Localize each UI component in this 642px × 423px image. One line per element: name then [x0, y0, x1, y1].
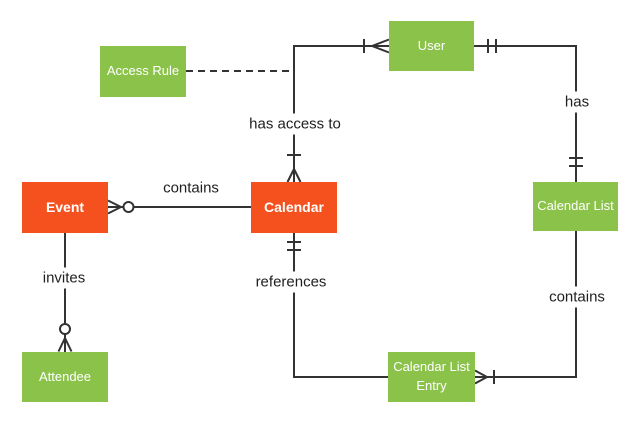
crow-foot-zero-or-many-icon [57, 323, 73, 352]
entity-calendar-list-entry: Calendar List Entry [388, 352, 475, 402]
entity-calendar: Calendar [251, 182, 337, 233]
connector-event-invites-attendee [57, 233, 73, 352]
relationship-label-has: has [559, 91, 595, 113]
relationship-label-contains: contains [158, 177, 224, 199]
entity-label: Event [45, 199, 85, 216]
connector-user-has-calendar-list [474, 39, 583, 182]
connector-calendar-has-access-to-user [286, 38, 390, 183]
crow-foot-one-or-many-icon [363, 38, 390, 54]
entity-label: Access Rule [106, 63, 180, 79]
relationship-label-references: references [250, 271, 332, 293]
entity-calendar-list: Calendar List [533, 182, 618, 231]
entity-attendee: Attendee [22, 352, 108, 402]
relationship-label-contains: contains [544, 286, 610, 308]
entity-user: User [389, 21, 474, 71]
connector-calendar-contains-event [107, 199, 251, 215]
connector-calendar-references-entry [287, 233, 388, 378]
exactly-one-double-tick-icon [487, 39, 497, 53]
entity-label: User [417, 37, 446, 53]
crow-foot-one-or-many-icon [286, 154, 302, 183]
exactly-one-double-tick-icon [287, 241, 301, 251]
entity-label: Attendee [38, 368, 92, 384]
crow-foot-zero-or-many-icon [107, 199, 135, 215]
connector-calendar-list-contains-entry [474, 231, 577, 385]
relationship-label-invites: invites [37, 267, 91, 289]
relationship-label-has-access-to: has access to [244, 113, 346, 135]
entity-label: Calendar List [537, 198, 614, 214]
entity-label: Calendar [264, 199, 324, 216]
exactly-one-double-tick-icon [569, 157, 583, 167]
entity-access-rule: Access Rule [100, 46, 186, 97]
crow-foot-one-or-many-icon [474, 369, 495, 385]
entity-label: Calendar List Entry [393, 359, 470, 393]
entity-event: Event [22, 182, 108, 233]
